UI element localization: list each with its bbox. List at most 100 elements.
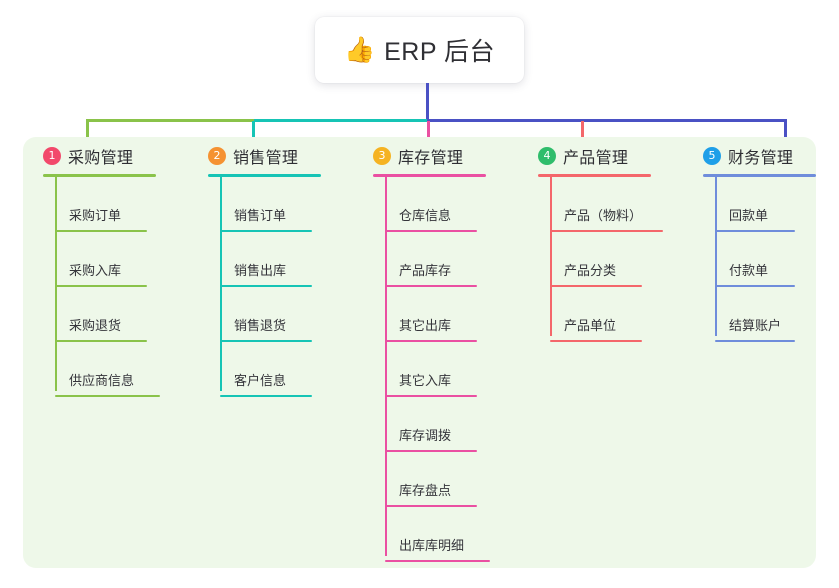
branch-badge-3: 3 [373,147,391,165]
root-drop-connector [426,83,429,122]
leaf-item-rule [550,230,663,232]
bus-segment-mid [254,119,429,122]
branch-rule-3 [373,174,486,177]
root-node[interactable]: 👍 ERP 后台 [315,17,524,83]
leaf-item-label: 仓库信息 [399,208,452,223]
leaf-item-rule [220,340,312,342]
branch-spine-3 [385,177,387,556]
leaf-item-label: 供应商信息 [69,373,135,388]
leaf-item-rule [55,230,147,232]
leaf-item-rule [220,395,312,397]
leaf-item-rule [550,285,642,287]
leaf-item[interactable]: 结算账户 [715,287,801,342]
leaf-item-label: 结算账户 [729,318,782,333]
leaf-item-rule [385,340,477,342]
leaf-item-rule [385,450,477,452]
leaf-item-label: 回款单 [729,208,769,223]
branch-header-5[interactable]: 5 财务管理 [693,144,793,168]
leaf-item-rule [385,230,477,232]
content-panel [23,137,816,568]
leaf-item-label: 采购退货 [69,318,122,333]
leaf-item-label: 库存盘点 [399,483,452,498]
leaf-item[interactable]: 产品分类 [550,232,648,287]
leaf-item-rule [55,395,160,397]
leaf-item-rule [55,285,147,287]
branch-rule-4 [538,174,651,177]
branch-badge-1: 1 [43,147,61,165]
leaf-item-label: 付款单 [729,263,769,278]
branch-title-4: 产品管理 [563,150,629,167]
leaf-item[interactable]: 库存盘点 [385,452,483,507]
leaf-item[interactable]: 客户信息 [220,342,318,397]
leaf-item-rule [715,340,795,342]
leaf-item-rule [385,395,477,397]
leaf-item[interactable]: 付款单 [715,232,801,287]
branch-column-5: 5 财务管理回款单付款单结算账户 [693,144,816,342]
leaf-item-label: 产品库存 [399,263,452,278]
leaf-item[interactable]: 回款单 [715,177,801,232]
thumbs-up-icon: 👍 [343,35,376,64]
branch-spine-2 [220,177,222,391]
branch-title-2: 销售管理 [233,150,299,167]
leaf-item[interactable]: 其它入库 [385,342,483,397]
branch-rule-2 [208,174,321,177]
leaf-item[interactable]: 销售退货 [220,287,318,342]
leaf-item[interactable]: 仓库信息 [385,177,483,232]
leaf-item-label: 销售出库 [234,263,287,278]
leaf-item-rule [55,340,147,342]
leaf-item-rule [715,285,795,287]
leaf-item-label: 采购订单 [69,208,122,223]
branch-column-4: 4 产品管理产品（物料） 产品分类产品单位 [528,144,663,342]
leaf-item[interactable]: 出库库明细 [385,507,496,562]
leaf-item-rule [385,285,477,287]
leaf-item[interactable]: 供应商信息 [55,342,166,397]
leaf-item-rule [385,560,490,562]
leaf-item-rule [220,230,312,232]
leaf-item-label: 销售订单 [234,208,287,223]
leaf-item-label: 客户信息 [234,373,287,388]
drop-connector-col-4 [581,121,584,145]
leaf-item-rule [220,285,312,287]
branch-badge-4: 4 [538,147,556,165]
leaf-item[interactable]: 产品（物料） [550,177,669,232]
leaf-item-label: 其它入库 [399,373,452,388]
leaf-item[interactable]: 产品库存 [385,232,483,287]
leaf-item[interactable]: 库存调拨 [385,397,483,452]
leaf-item-rule [550,340,642,342]
leaf-item[interactable]: 其它出库 [385,287,483,342]
drop-connector-col-1 [86,121,89,145]
leaf-item[interactable]: 采购订单 [55,177,153,232]
drop-connector-col-2 [252,121,255,145]
branch-header-4[interactable]: 4 产品管理 [528,144,628,168]
leaf-item-label: 销售退货 [234,318,287,333]
leaf-item[interactable]: 采购退货 [55,287,153,342]
root-title: ERP 后台 [384,38,496,66]
leaf-item-label: 产品分类 [564,263,617,278]
leaf-item-label: 库存调拨 [399,428,452,443]
leaf-item-label: 采购入库 [69,263,122,278]
branch-badge-5: 5 [703,147,721,165]
leaf-item[interactable]: 采购入库 [55,232,153,287]
branch-rule-5 [703,174,816,177]
leaf-item-label: 产品单位 [564,318,617,333]
leaf-item[interactable]: 产品单位 [550,287,648,342]
bus-segment-right [427,119,787,122]
branch-spine-4 [550,177,552,336]
leaf-item[interactable]: 销售订单 [220,177,318,232]
bus-segment-left [86,119,256,122]
branch-spine-5 [715,177,717,336]
branch-spine-1 [55,177,57,391]
leaf-item[interactable]: 销售出库 [220,232,318,287]
leaf-item-rule [385,505,477,507]
branch-title-5: 财务管理 [728,150,794,167]
leaf-item-label: 产品（物料） [564,208,643,223]
leaf-item-rule [715,230,795,232]
leaf-item-label: 其它出库 [399,318,452,333]
